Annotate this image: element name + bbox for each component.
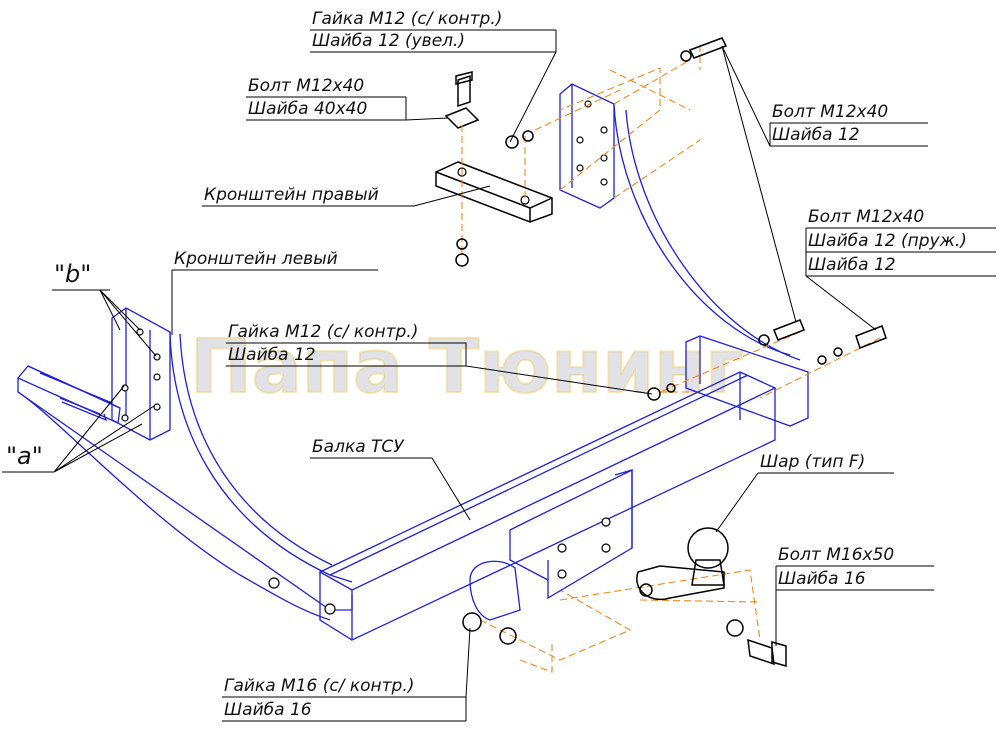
label-bolt-m12x40-right-mid: Болт М12х40 — [808, 207, 924, 227]
label-washer-12-right-top: Шайба 12 — [772, 125, 860, 145]
label-beam: Балка ТСУ — [312, 437, 405, 457]
label-bolt-m12x40-right-top: Болт М12х40 — [772, 102, 888, 122]
right-plate-drawing — [435, 161, 553, 223]
bolt-40x40-drawing — [444, 71, 480, 129]
label-bracket-left: Кронштейн левый — [174, 249, 338, 269]
label-washer-12-right-mid: Шайба 12 — [808, 255, 896, 275]
label-washer-12-enlarged: Шайба 12 (увел.) — [312, 31, 465, 51]
m16-fasteners — [462, 612, 787, 667]
label-bolt-m12x40-left: Болт М12х40 — [248, 76, 364, 96]
label-nut-m12-top: Гайка М12 (с/ контр.) — [312, 9, 502, 29]
watermark: Папа Тюнинг — [190, 324, 744, 410]
label-bolt-m16x50: Болт М16х50 — [778, 545, 894, 565]
label-ball-type-f: Шар (тип F) — [760, 452, 865, 472]
hitch-plate-drawing — [469, 468, 633, 621]
label-bracket-right: Кронштейн правый — [204, 185, 379, 205]
fasteners-right — [455, 37, 887, 401]
label-nut-m16: Гайка М16 (с/ контр.) — [224, 676, 414, 696]
beam-drawing — [318, 335, 809, 642]
ball-drawing — [636, 527, 729, 601]
label-washer-12-mid: Шайба 12 — [228, 345, 316, 365]
label-point-b: "b" — [54, 260, 91, 288]
label-spring-washer-12: Шайба 12 (пруж.) — [808, 231, 967, 251]
label-nut-m12-mid: Гайка М12 (с/ контр.) — [228, 322, 418, 342]
label-washer-16-bottom: Шайба 16 — [224, 700, 312, 720]
label-point-a: "a" — [6, 442, 43, 470]
label-washer-16-right: Шайба 16 — [778, 569, 866, 589]
right-bracket-drawing — [559, 59, 801, 361]
left-bracket-drawing — [16, 307, 353, 621]
label-washer-40x40: Шайба 40х40 — [248, 99, 367, 119]
